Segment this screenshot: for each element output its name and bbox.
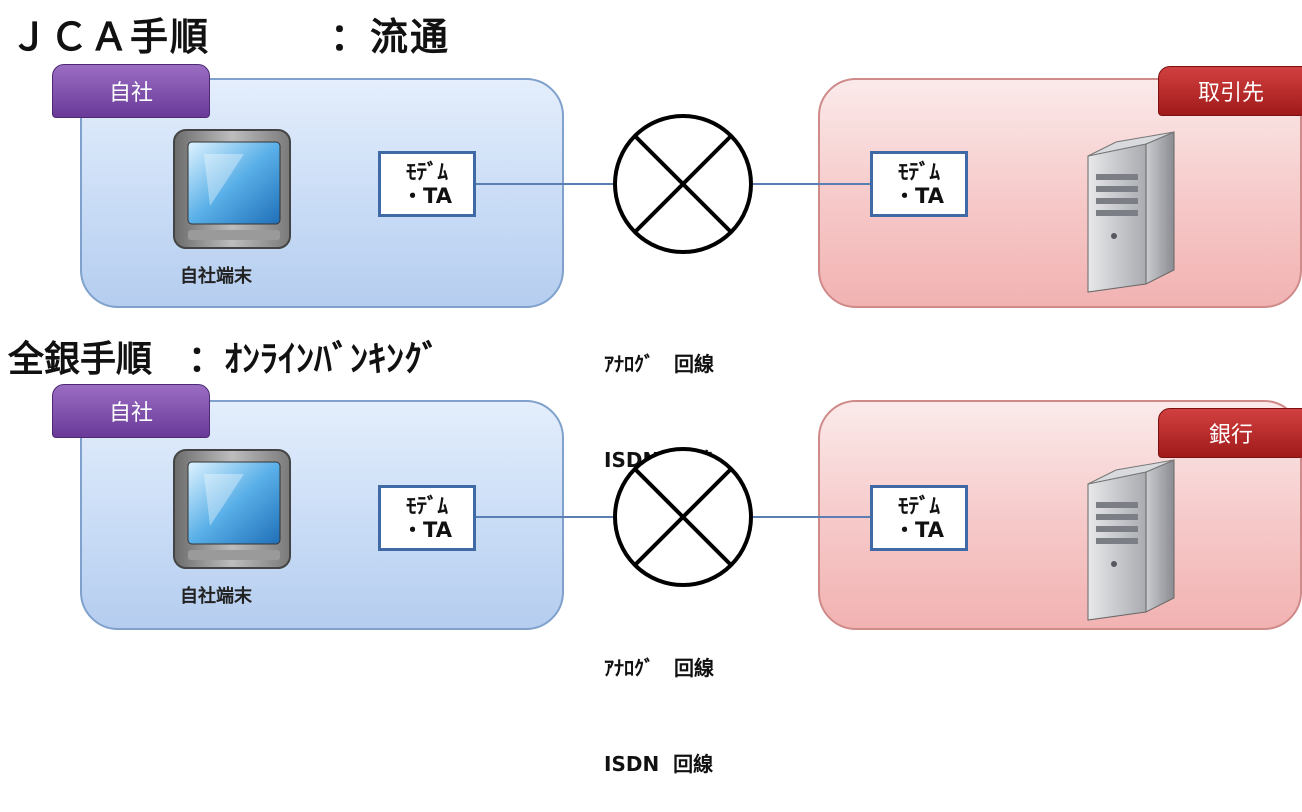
- partner-tag-2: 銀行: [1158, 408, 1302, 458]
- modem-label: ﾓﾃﾞﾑ: [406, 494, 448, 518]
- ta-label: ・TA: [894, 184, 944, 208]
- isdn-line-label: ISDN 回線: [604, 752, 714, 776]
- own-modem-box-1: ﾓﾃﾞﾑ ・TA: [378, 151, 476, 217]
- analog-line-label: ｱﾅﾛｸﾞ 回線: [604, 656, 714, 680]
- own-company-tag-2: 自社: [52, 384, 210, 438]
- network-switch-icon: [613, 114, 753, 254]
- terminal-label-1: 自社端末: [180, 266, 252, 287]
- own-company-panel-2: [80, 400, 564, 630]
- section-1-title: ＪＣＡ手順 ：流通: [10, 15, 451, 59]
- ta-label: ・TA: [894, 518, 944, 542]
- ta-label: ・TA: [402, 184, 452, 208]
- partner-modem-box-1: ﾓﾃﾞﾑ ・TA: [870, 151, 968, 217]
- analog-line-label: ｱﾅﾛｸﾞ 回線: [604, 352, 714, 376]
- server-tower-icon: [1087, 459, 1175, 621]
- network-switch-icon: [613, 447, 753, 587]
- server-tower-icon: [1087, 131, 1175, 293]
- section-2-title: 全銀手順 ：ｵﾝﾗｲﾝﾊﾞﾝｷﾝｸﾞ: [8, 339, 441, 380]
- ta-label: ・TA: [402, 518, 452, 542]
- modem-label: ﾓﾃﾞﾑ: [406, 160, 448, 184]
- terminal-label-2: 自社端末: [180, 586, 252, 607]
- computer-monitor-icon: [173, 449, 291, 569]
- partner-modem-box-2: ﾓﾃﾞﾑ ・TA: [870, 485, 968, 551]
- network-graphics: [173, 114, 1175, 621]
- modem-label: ﾓﾃﾞﾑ: [898, 494, 940, 518]
- own-modem-box-2: ﾓﾃﾞﾑ ・TA: [378, 485, 476, 551]
- partner-tag-1: 取引先: [1158, 66, 1302, 116]
- own-company-tag-1: 自社: [52, 64, 210, 118]
- modem-label: ﾓﾃﾞﾑ: [898, 160, 940, 184]
- computer-monitor-icon: [173, 129, 291, 249]
